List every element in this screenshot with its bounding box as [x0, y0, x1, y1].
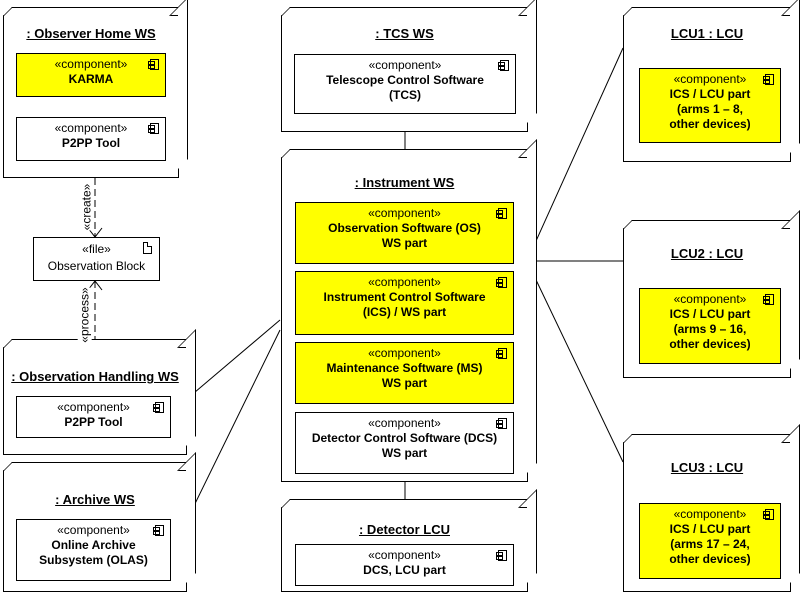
- component-olas[interactable]: «component» Online Archive Subsystem (OL…: [16, 519, 171, 581]
- component-icon: [496, 208, 507, 219]
- link-instrument-lcu1: [526, 47, 624, 262]
- component-icon: [498, 60, 509, 71]
- component-name-line3: other devices): [669, 337, 751, 351]
- component-name-line1: Observation Software (OS): [328, 221, 481, 235]
- stereotype: «component»: [368, 416, 441, 430]
- component-name-line2: (arms 9 – 16,: [673, 322, 747, 336]
- component-name: P2PP Tool: [61, 136, 121, 150]
- node-lcu3[interactable]: LCU3 : LCU «component» ICS / LCU part (a…: [623, 424, 800, 592]
- component-tcs[interactable]: «component» Telescope Control Software (…: [294, 54, 516, 114]
- stereotype: «component»: [368, 548, 441, 562]
- component-name-line2: (ICS) / WS part: [362, 305, 447, 319]
- stereotype: «component»: [54, 57, 128, 71]
- component-ics[interactable]: «component» Instrument Control Software …: [295, 271, 514, 335]
- file-name: Observation Block: [47, 259, 146, 273]
- component-name-line1: Telescope Control Software: [326, 73, 484, 87]
- component-name: DCS, LCU part: [363, 563, 446, 577]
- node-observation-handling-ws[interactable]: : Observation Handling WS «component» P2…: [3, 329, 196, 455]
- component-name-line1: ICS / LCU part: [669, 522, 751, 536]
- file-stereotype: «file»: [82, 242, 111, 256]
- component-name-line1: Instrument Control Software: [323, 290, 486, 304]
- node-lcu2[interactable]: LCU2 : LCU «component» ICS / LCU part (a…: [623, 210, 800, 378]
- link-instrument-lcu3: [526, 260, 624, 463]
- link-instrument-archive: [187, 329, 281, 519]
- stereotype: «component»: [368, 346, 441, 360]
- stereotype: «component»: [673, 72, 747, 86]
- node-observer-home-ws[interactable]: : Observer Home WS «component» KARMA «co…: [3, 0, 188, 178]
- component-name-line1: Detector Control Software (DCS): [311, 431, 498, 445]
- component-icon: [153, 402, 164, 413]
- component-name-line1: Maintenance Software (MS): [326, 361, 483, 375]
- component-ics-lcu2[interactable]: «component» ICS / LCU part (arms 9 – 16,…: [639, 288, 781, 364]
- stereotype: «component»: [673, 292, 747, 306]
- component-ms[interactable]: «component» Maintenance Software (MS) WS…: [295, 342, 514, 404]
- process-label: «process»: [77, 287, 92, 343]
- node-title: LCU3 : LCU: [670, 460, 744, 475]
- stereotype: «component»: [368, 58, 442, 72]
- file-observation-block[interactable]: «file» Observation Block: [33, 237, 160, 281]
- component-name-line2: WS part: [381, 376, 428, 390]
- stereotype: «component»: [57, 400, 130, 414]
- component-icon: [148, 123, 159, 134]
- stereotype: «component»: [368, 206, 441, 220]
- component-dcs[interactable]: «component» Detector Control Software (D…: [295, 412, 514, 474]
- stereotype: «component»: [57, 523, 130, 537]
- component-name-line1: ICS / LCU part: [669, 87, 751, 101]
- node-title: LCU2 : LCU: [670, 246, 744, 261]
- component-p2pp-tool-home[interactable]: «component» P2PP Tool: [16, 117, 166, 161]
- node-title: : TCS WS: [375, 26, 434, 41]
- component-name-line2: Subsystem (OLAS): [39, 553, 148, 567]
- component-os[interactable]: «component» Observation Software (OS) WS…: [295, 202, 514, 264]
- component-dcs-lcu[interactable]: «component» DCS, LCU part: [295, 544, 514, 586]
- node-title: : Observation Handling WS: [11, 369, 179, 384]
- stereotype: «component»: [368, 275, 441, 289]
- create-label: «create»: [79, 183, 94, 231]
- node-archive-ws[interactable]: : Archive WS «component» Online Archive …: [3, 452, 196, 592]
- link-instrument-obshandling: [187, 319, 281, 399]
- node-title: LCU1 : LCU: [670, 26, 744, 41]
- node-instrument-ws[interactable]: : Instrument WS «component» Observation …: [281, 139, 537, 482]
- component-icon: [148, 59, 159, 70]
- component-karma[interactable]: «component» KARMA: [16, 53, 166, 97]
- component-ics-lcu1[interactable]: «component» ICS / LCU part (arms 1 – 8, …: [639, 68, 781, 143]
- component-name-line2: (TCS): [389, 88, 421, 102]
- component-name-line2: WS part: [381, 236, 428, 250]
- file-icon: [143, 242, 152, 254]
- component-name-line2: (arms 17 – 24,: [670, 537, 750, 551]
- component-icon: [763, 74, 774, 85]
- node-title: : Observer Home WS: [26, 26, 156, 41]
- component-icon: [496, 418, 507, 429]
- dep-process-arrow: [87, 280, 103, 291]
- node-title: : Archive WS: [55, 492, 135, 507]
- component-icon: [763, 294, 774, 305]
- component-icon: [496, 277, 507, 288]
- node-lcu1[interactable]: LCU1 : LCU «component» ICS / LCU part (a…: [623, 0, 800, 162]
- component-icon: [496, 348, 507, 359]
- component-p2pp-tool-oh[interactable]: «component» P2PP Tool: [16, 396, 171, 438]
- component-name: P2PP Tool: [64, 415, 123, 429]
- node-detector-lcu[interactable]: : Detector LCU «component» DCS, LCU part: [281, 489, 537, 592]
- node-title: : Instrument WS: [354, 175, 455, 190]
- component-name-line1: ICS / LCU part: [669, 307, 751, 321]
- component-icon: [763, 509, 774, 520]
- component-name-line2: (arms 1 – 8,: [676, 102, 744, 116]
- node-title: : Detector LCU: [358, 522, 450, 537]
- component-ics-lcu3[interactable]: «component» ICS / LCU part (arms 17 – 24…: [639, 503, 781, 579]
- component-name-line3: other devices): [669, 552, 751, 566]
- component-icon: [153, 525, 164, 536]
- component-name-line2: WS part: [381, 446, 428, 460]
- stereotype: «component»: [54, 121, 128, 135]
- component-name-line1: Online Archive: [51, 538, 136, 552]
- component-name-line3: other devices): [669, 117, 751, 131]
- component-name: KARMA: [68, 72, 114, 86]
- component-icon: [496, 550, 507, 561]
- stereotype: «component»: [673, 507, 747, 521]
- node-tcs-ws[interactable]: : TCS WS «component» Telescope Control S…: [281, 0, 537, 132]
